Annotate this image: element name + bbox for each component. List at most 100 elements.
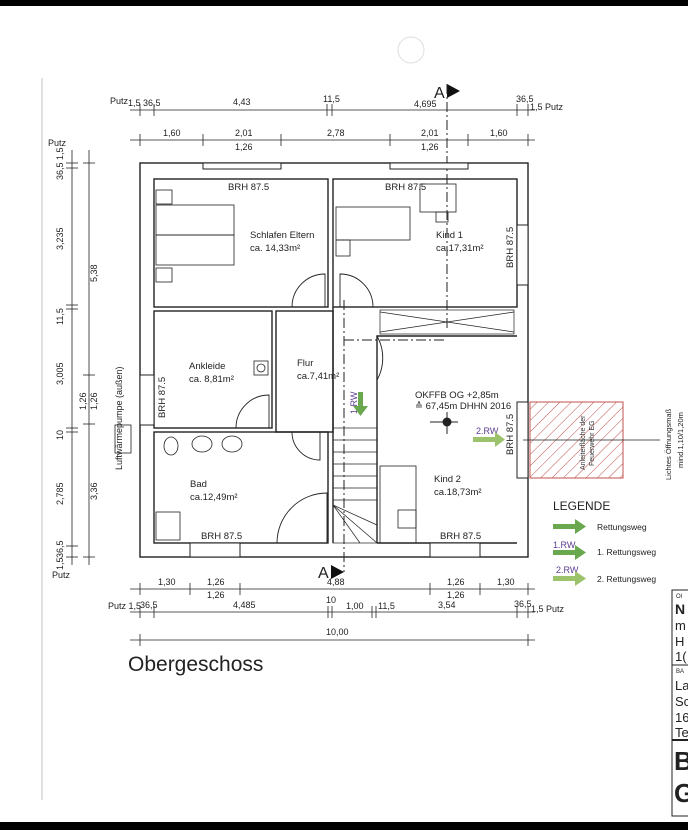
dim-label: 10: [55, 430, 65, 440]
windows: [139, 162, 529, 558]
title-block: Ol N m H 1( BA La Sc 16 Te B G: [671, 589, 688, 817]
svg-text:2. Rettungsweg: 2. Rettungsweg: [597, 574, 656, 584]
dim-label: 36,5: [55, 162, 65, 180]
dim-label: 1,5: [128, 98, 141, 108]
brh-label: BRH 87.5: [157, 377, 168, 418]
svg-text:Te: Te: [675, 725, 688, 740]
dim-label: 3,36: [89, 482, 99, 500]
room-area: ca.17,31m²: [436, 243, 484, 254]
level-note: ≙ 67,45m DHHN 2016: [415, 400, 511, 412]
dim-label: 2,01: [421, 128, 439, 138]
svg-text:Feuerwehr EG: Feuerwehr EG: [589, 420, 596, 466]
dim-label: 4,88: [327, 577, 345, 587]
brh-label: BRH 87.5: [201, 531, 242, 542]
dim-label: 1,30: [497, 577, 515, 587]
dim-label: 1,26: [78, 392, 88, 410]
furniture: [155, 183, 457, 544]
room-name: Flur: [297, 358, 313, 369]
svg-text:Rettungsweg: Rettungsweg: [597, 522, 647, 532]
brh-label: BRH 87.5: [228, 182, 269, 193]
dim-label: 36,5: [55, 540, 65, 558]
dim-label: 3,005: [55, 362, 65, 385]
legend: LEGENDE Rettungsweg 1.RW 1. Rettungsweg …: [553, 499, 656, 586]
dim-label: Putz: [52, 570, 71, 580]
dim-label: 1,26: [89, 392, 99, 410]
dim-label: 4,43: [233, 97, 251, 107]
drawing-title: Obergeschoss: [128, 653, 263, 676]
dimensions-top: [130, 104, 535, 146]
escape-route-2-arrow: 2.RW: [473, 426, 505, 447]
dim-label: 11,5: [378, 601, 395, 611]
dim-label: 1,26: [421, 142, 439, 152]
dim-label: 1,5 Putz: [531, 604, 565, 614]
section-marker-top: A: [434, 84, 460, 330]
punch-hole: [397, 36, 425, 64]
dim-label: 4,485: [233, 600, 256, 610]
dim-label: Putz: [110, 96, 129, 106]
heat-pump: [114, 424, 132, 454]
room-name: Ankleide: [189, 361, 225, 372]
dim-label: Putz 1,5: [108, 601, 141, 611]
room-area: ca. 14,33m²: [250, 243, 300, 254]
room-area: ca. 8,81m²: [189, 374, 234, 385]
svg-text:m: m: [675, 618, 686, 633]
dimensions-left: [66, 150, 95, 565]
svg-text:BA: BA: [676, 669, 684, 675]
dim-label: 1,60: [163, 128, 181, 138]
dim-label: 11,5: [323, 94, 340, 104]
heat-pump-label: Luftwärmepumpe (außen): [114, 366, 124, 470]
room-area: ca.12,49m²: [190, 492, 238, 503]
dim-label: 3,235: [55, 227, 65, 250]
dim-label: 36,5: [514, 599, 532, 609]
svg-text:H: H: [675, 634, 684, 649]
level-note: OKFFB OG +2,85m: [415, 390, 499, 401]
dimensions-bottom: [130, 583, 535, 646]
opening-note: mind.1,10/1,20m: [676, 412, 685, 468]
svg-text:2.RW: 2.RW: [556, 565, 579, 575]
dim-label: 1,26: [207, 577, 225, 587]
escape-route-1-arrow: 1.RW: [349, 391, 368, 416]
svg-text:A: A: [318, 565, 329, 582]
doors: [235, 273, 384, 544]
dim-label: 1,60: [490, 128, 508, 138]
room-area: ca.18,73m²: [434, 487, 482, 498]
dim-label: 2,78: [327, 128, 345, 138]
opening-note: Lichtes Öffnungsmaß: [664, 408, 673, 480]
room-name: Bad: [190, 479, 207, 490]
dim-label: 1,26: [235, 142, 253, 152]
dim-label: 1,00: [346, 601, 364, 611]
dim-label: 5,38: [89, 264, 99, 282]
dim-label: 1,26: [447, 577, 465, 587]
brh-label: BRH 87.5: [440, 531, 481, 542]
bottom-bar: [0, 822, 688, 830]
svg-text:Anleiterfläche der: Anleiterfläche der: [580, 415, 587, 470]
dim-label: 10,00: [326, 627, 349, 637]
brh-label: BRH 87.5: [505, 414, 516, 455]
dim-label: 11,5: [55, 308, 65, 325]
svg-text:1. Rettungsweg: 1. Rettungsweg: [597, 547, 656, 557]
svg-text:B: B: [674, 746, 688, 776]
svg-text:N: N: [675, 601, 685, 617]
svg-text:Ol: Ol: [676, 594, 682, 600]
svg-text:1.RW: 1.RW: [553, 540, 576, 550]
dim-label: 1,26: [207, 590, 225, 600]
svg-text:G: G: [674, 778, 688, 808]
brh-label: BRH 87.5: [385, 182, 426, 193]
section-marker-bottom: A: [318, 300, 447, 582]
dim-label: Putz: [48, 138, 67, 148]
top-bar: [0, 0, 688, 6]
svg-text:1(: 1(: [675, 649, 687, 664]
brh-label: BRH 87.5: [505, 227, 516, 268]
room-name: Kind 1: [436, 230, 463, 241]
dim-label: 1,26: [447, 590, 465, 600]
fire-brigade-area: Anleiterfläche der Feuerwehr EG: [523, 401, 660, 479]
dim-label: 36,5: [516, 94, 534, 104]
dim-label: 3,54: [438, 600, 456, 610]
svg-text:2.RW: 2.RW: [476, 426, 499, 436]
dim-label: 2,785: [55, 482, 65, 505]
dim-label: 1,5: [55, 147, 65, 160]
stairs: [332, 309, 515, 544]
dim-label: 10: [326, 595, 336, 605]
dim-label: 1,5 Putz: [530, 102, 564, 112]
